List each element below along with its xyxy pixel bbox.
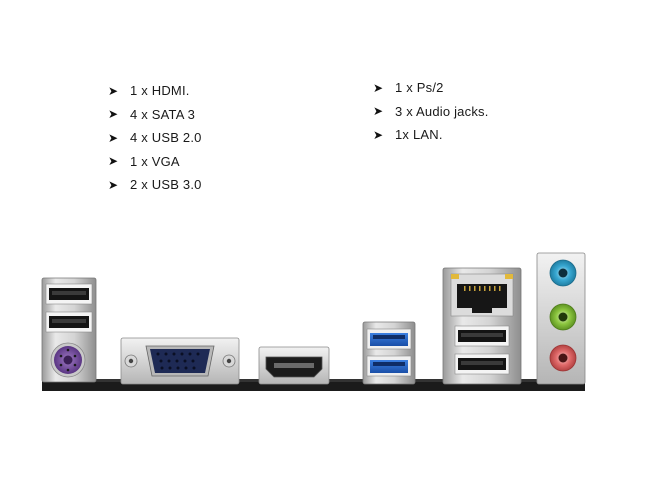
spec-item: ➤ 1 x HDMI.	[108, 79, 202, 103]
spec-item: ➤ 1 x VGA	[108, 150, 202, 174]
spec-item: ➤ 1 x Ps/2	[373, 76, 489, 100]
arrowhead-icon: ➤	[108, 177, 119, 192]
hdmi-port	[258, 346, 330, 385]
arrowhead-icon: ➤	[108, 107, 119, 122]
arrowhead-icon: ➤	[108, 130, 119, 145]
arrowhead-icon: ➤	[108, 83, 119, 98]
spec-item: ➤ 3 x Audio jacks.	[373, 100, 489, 124]
spec-item: ➤ 1x LAN.	[373, 123, 489, 147]
spec-item: ➤ 4 x USB 2.0	[108, 126, 202, 150]
usb3-stack	[362, 321, 416, 385]
spec-item: ➤ 2 x USB 3.0	[108, 173, 202, 197]
spec-list-left: ➤ 1 x HDMI. ➤ 4 x SATA 3 ➤ 4 x USB 2.0 ➤…	[108, 79, 202, 197]
board-base	[42, 381, 585, 391]
audio-jack-stack	[536, 252, 586, 385]
arrowhead-icon: ➤	[373, 80, 384, 95]
spec-label: 4 x SATA 3	[130, 106, 196, 122]
vga-port	[120, 337, 240, 385]
spec-item: ➤ 4 x SATA 3	[108, 103, 202, 127]
spec-label: 4 x USB 2.0	[130, 130, 202, 146]
spec-label: 3 x Audio jacks.	[395, 103, 489, 119]
spec-label: 1 x Ps/2	[395, 80, 444, 96]
ps2-usb-stack	[41, 277, 97, 383]
spec-label: 1 x VGA	[130, 153, 180, 169]
spec-label: 2 x USB 3.0	[130, 177, 202, 193]
spec-label: 1x LAN.	[395, 127, 443, 143]
spec-label: 1 x HDMI.	[130, 83, 190, 99]
arrowhead-icon: ➤	[373, 104, 384, 119]
spec-list-right: ➤ 1 x Ps/2 ➤ 3 x Audio jacks. ➤ 1x LAN.	[373, 76, 489, 147]
lan-usb-stack	[442, 267, 522, 385]
arrowhead-icon: ➤	[108, 154, 119, 169]
arrowhead-icon: ➤	[373, 127, 384, 142]
